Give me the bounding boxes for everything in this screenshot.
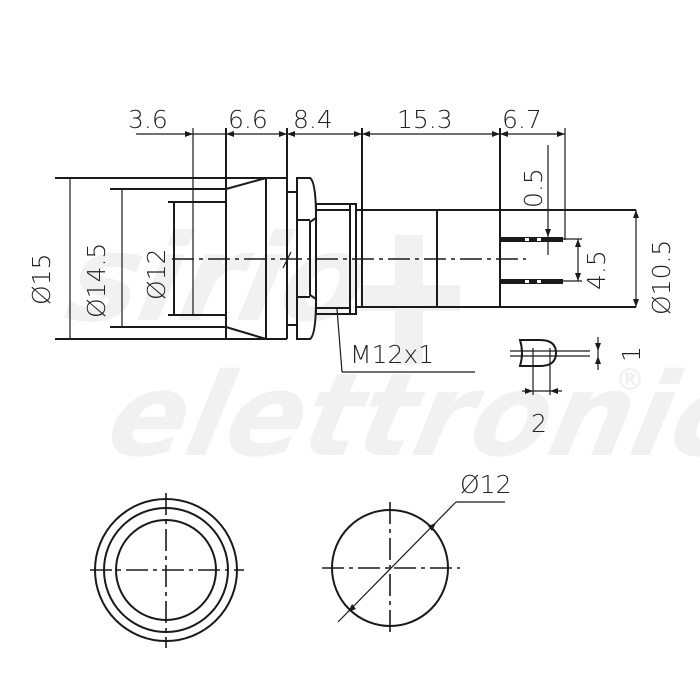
dim-nut-length: 8.4 (293, 105, 333, 134)
panel-cutout: Ø12 (322, 470, 512, 635)
dim-terminal-thickness: 0.5 (519, 168, 548, 208)
dim-cutout-diameter: Ø12 (460, 470, 512, 499)
right-dimensions: 0.5 4.5 Ø10.5 (519, 145, 676, 315)
dim-inner-diameter: Ø12 (142, 249, 171, 301)
dim-terminal-length: 6.7 (502, 105, 542, 134)
dim-terminal-spacing: 4.5 (582, 250, 611, 290)
watermark-line1: sirio (56, 208, 381, 348)
dim-terminal-width: 2 (531, 409, 547, 438)
top-dimension-chain: 3.6 6.6 8.4 15.3 6.7 (128, 105, 566, 240)
dim-cap-length: 3.6 (128, 105, 168, 134)
dim-middle-diameter: Ø14.5 (82, 243, 111, 318)
front-view (90, 493, 244, 648)
dim-barrel-diameter: Ø10.5 (647, 240, 676, 315)
dim-outer-diameter: Ø15 (27, 254, 56, 306)
thread-spec-label: M12x1 (350, 340, 434, 369)
thread-callout: M12x1 (336, 308, 475, 373)
side-view (55, 128, 636, 340)
watermark-registered-mark: ® (615, 363, 645, 398)
watermark-line2: elettronica (97, 349, 700, 483)
dim-body-length: 6.6 (228, 105, 268, 134)
dim-barrel-length: 15.3 (397, 105, 453, 134)
dim-terminal-hole: 1 (617, 346, 646, 362)
terminal-detail: 2 1 (510, 337, 646, 438)
left-diameter-dimensions: Ø15 Ø14.5 Ø12 (27, 178, 175, 339)
